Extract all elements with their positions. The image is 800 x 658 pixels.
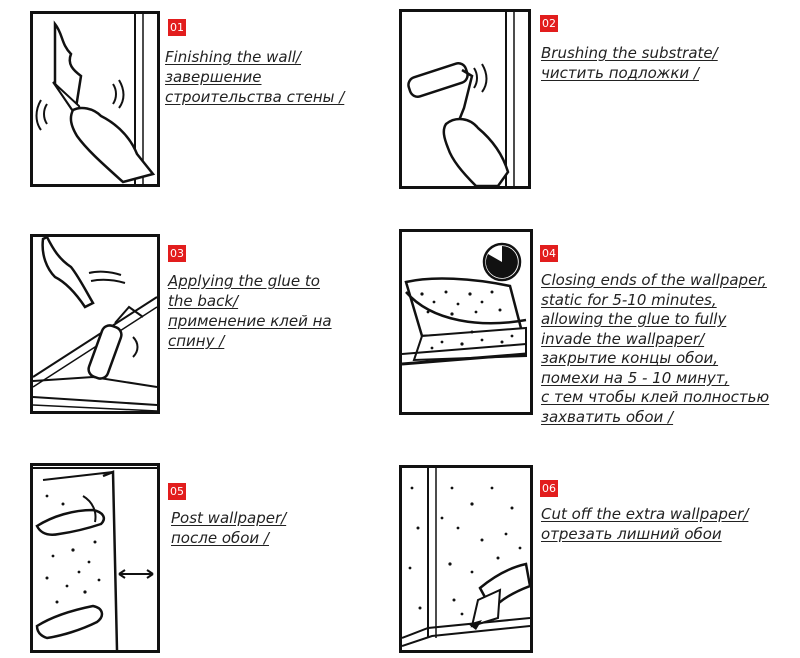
step-06-illustration — [399, 465, 533, 653]
step-caption: Post wallpaper/ после обои / — [171, 509, 287, 547]
step-04-illustration — [399, 229, 533, 415]
step-number-badge: 04 — [540, 245, 558, 262]
paint-roller-hand-icon — [407, 12, 515, 186]
step-number-badge: 06 — [540, 480, 558, 497]
step-caption: Brushing the substrate/ чистить подложки… — [541, 44, 718, 82]
folded-wallpaper-icon — [402, 242, 527, 366]
step-01-illustration — [30, 11, 160, 187]
step-number-badge: 02 — [540, 15, 558, 32]
step-caption: Closing ends of the wallpaper, static fo… — [541, 271, 770, 426]
hanging-wallpaper-icon — [33, 467, 157, 650]
step-caption: Applying the glue to the back/ применени… — [168, 272, 332, 350]
step-03-illustration — [30, 234, 160, 414]
step-number-badge: 01 — [168, 19, 186, 36]
trowel-hand-icon — [35, 14, 156, 184]
step-caption: Finishing the wall/ завершение строитель… — [165, 48, 345, 106]
step-02-illustration — [399, 9, 531, 189]
step-caption: Cut off the extra wallpaper/ отрезать ли… — [541, 505, 749, 543]
step-number-badge: 03 — [168, 245, 186, 262]
step-number-badge: 05 — [168, 483, 186, 500]
step-05-illustration — [30, 463, 160, 653]
glue-roller-icon — [33, 237, 157, 411]
cutting-knife-hand-icon — [402, 468, 530, 647]
